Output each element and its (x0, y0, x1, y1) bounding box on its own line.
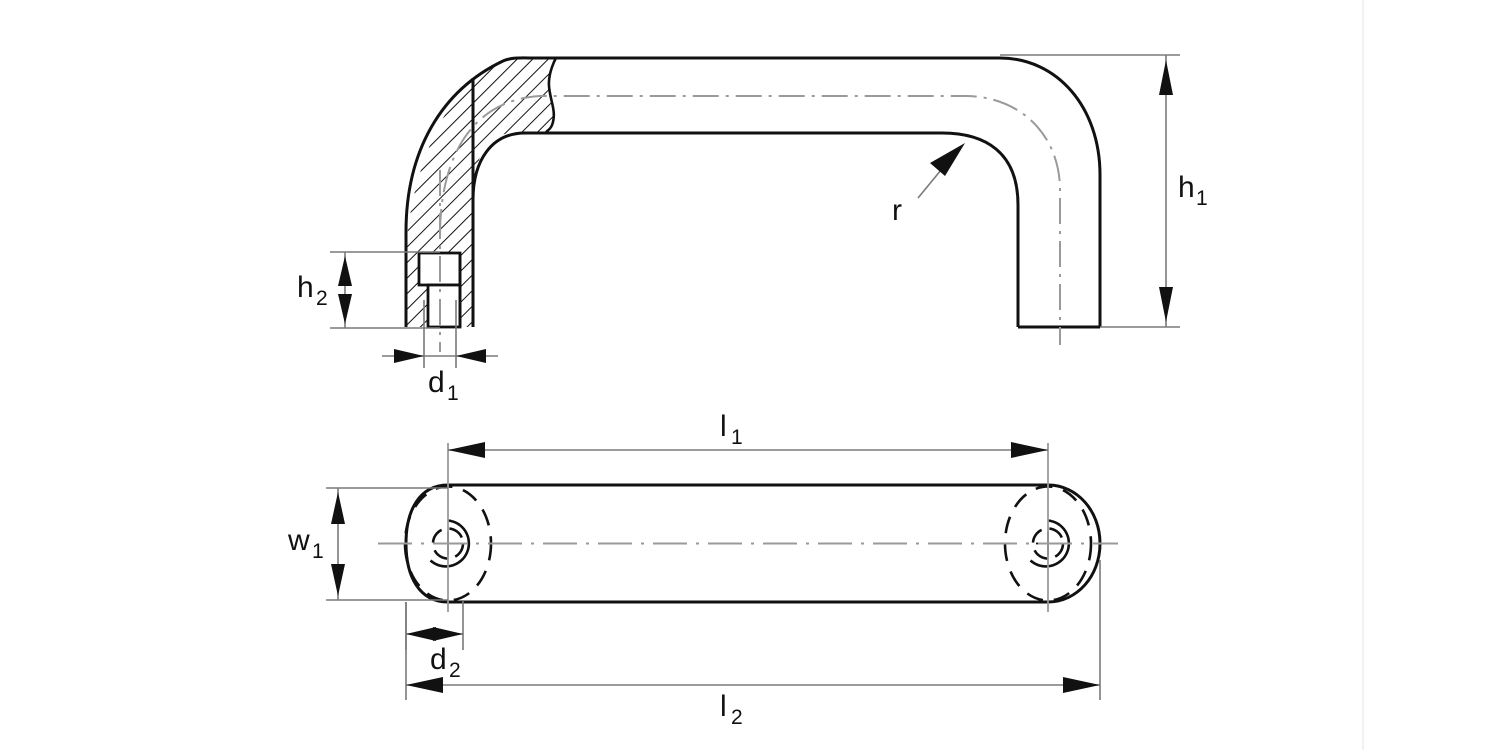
side-elevation-view: h 1 h 2 d 1 (297, 54, 1208, 405)
dimension-subscript-l1: 1 (731, 426, 743, 449)
dimension-d2: d 2 (405, 600, 464, 682)
l1-arrow-right (1011, 442, 1048, 458)
dimension-h1: h 1 (1000, 54, 1208, 328)
dimension-label-h2: h (297, 271, 314, 304)
dimension-l2: l 2 (405, 560, 1101, 729)
r-arrow (930, 143, 965, 176)
w1-arrow-top (331, 492, 345, 524)
handle-outer-contour (404, 56, 1102, 327)
dimension-r: r (892, 143, 965, 227)
l2-arrow-left (406, 677, 443, 693)
bow-centreline (439, 95, 1061, 345)
dimension-label-d1: d (428, 366, 445, 399)
dimension-label-w1: w (287, 524, 310, 557)
dimension-subscript-d1: 1 (447, 382, 459, 405)
h1-arrow-bottom (1159, 287, 1173, 322)
dimension-label-r: r (892, 194, 902, 227)
h1-arrow-top (1159, 60, 1173, 95)
dimension-subscript-h1: 1 (1196, 187, 1208, 210)
l2-arrow-right (1063, 677, 1100, 693)
dimension-subscript-h2: 2 (316, 287, 328, 310)
dimension-l1: l 1 (448, 410, 1048, 458)
w1-arrow-bottom (331, 564, 345, 596)
right-thread-major-arc (1029, 519, 1071, 568)
dimension-label-d2: d (430, 643, 447, 676)
dimension-label-l1: l (720, 410, 727, 443)
d2-arrow-right (433, 627, 463, 641)
section-hatching (406, 58, 556, 327)
h2-arrow-bottom (338, 294, 352, 324)
dimension-w1: w 1 (287, 487, 448, 601)
dimension-label-h1: h (1178, 171, 1195, 204)
d2-arrow-left (406, 627, 436, 641)
plan-view: l 1 l 2 w 1 (287, 410, 1118, 729)
dimension-d1: d 1 (382, 300, 498, 405)
dimension-label-l2: l (720, 690, 727, 723)
dimension-h2: h 2 (297, 251, 440, 329)
d1-arrow-left (394, 349, 424, 363)
d1-arrow-right (456, 349, 486, 363)
h2-arrow-top (338, 256, 352, 286)
dimension-subscript-l2: 2 (731, 706, 743, 729)
handle-inner-contour (471, 131, 1020, 327)
break-line (544, 57, 558, 134)
dimension-subscript-w1: 1 (312, 540, 324, 563)
left-thread-major-arc (429, 519, 471, 568)
dimension-subscript-d2: 2 (449, 659, 461, 682)
l1-arrow-left (448, 442, 485, 458)
